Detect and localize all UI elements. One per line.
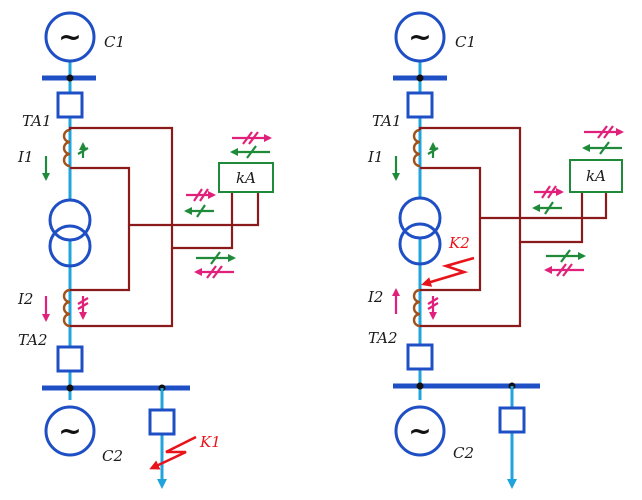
left-ta1-coil-icon — [62, 128, 71, 168]
right-fault-k2-icon — [421, 256, 475, 287]
left-relay-label: kA — [236, 169, 256, 187]
right-bottom-bus-node — [416, 382, 424, 390]
right-generator-c2: ~ — [394, 405, 446, 457]
right-fault-label: K2 — [448, 234, 470, 252]
left-relay-box — [218, 162, 274, 193]
right-ta2-tick1-icon — [427, 297, 439, 305]
left-ta2-tick2-icon — [77, 302, 89, 310]
right-generator-c1: ~ — [394, 11, 446, 63]
left-generator-c1: ~ — [44, 11, 96, 63]
right-ta2-label: TA2 — [368, 329, 398, 347]
right-relay-arrows — [532, 125, 624, 277]
left-top-breaker — [56, 91, 84, 119]
left-generator-c1-label: C1 — [104, 33, 125, 51]
left-ta1-outer-wire — [68, 126, 234, 250]
left-ta2-inner-wire — [70, 225, 131, 292]
left-bottom-bus-node — [66, 384, 74, 392]
right-top-breaker — [406, 91, 434, 119]
right-ta1-coil-icon — [412, 128, 421, 168]
right-feeder-breaker — [498, 406, 526, 434]
right-ta1-tick-icon — [427, 147, 439, 155]
right-ta2-inner-wire — [420, 218, 482, 292]
right-generator-c1-circle — [394, 11, 446, 63]
right-bottom-breaker — [406, 343, 434, 371]
right-ta2-tick2-icon — [427, 302, 439, 310]
right-top-bus-node — [416, 74, 424, 82]
right-i1-label: I1 — [367, 148, 383, 166]
left-generator-c2-tilde: ~ — [58, 414, 81, 447]
right-transformer-lower-icon — [398, 222, 442, 266]
left-ta1-tick-icon — [77, 147, 89, 155]
right-generator-c2-label: C2 — [453, 444, 474, 462]
left-scheme: ~ C1 TA1 I1 I2 TA2 kA — [17, 11, 274, 489]
left-relay-arrows — [184, 131, 272, 279]
left-ta2-outer-wire — [70, 248, 174, 328]
left-generator-c1-tilde: ~ — [58, 20, 81, 53]
left-generator-c1-circle — [44, 11, 96, 63]
right-generator-c2-tilde: ~ — [408, 414, 431, 447]
right-generator-c2-circle — [394, 405, 446, 457]
right-generator-c1-tilde: ~ — [408, 20, 431, 53]
left-transformer-lower-icon — [48, 224, 92, 268]
right-ta1-outer-wire — [418, 126, 584, 244]
left-bottom-breaker — [56, 345, 84, 373]
left-generator-c2-circle — [44, 405, 96, 457]
left-fault-k1-icon — [149, 435, 197, 470]
left-i2-label: I2 — [17, 290, 33, 308]
left-i1-label: I1 — [17, 148, 33, 166]
right-ta2-coil-icon — [412, 288, 421, 328]
right-relay-box — [569, 159, 623, 193]
left-ta2-label: TA2 — [18, 331, 48, 349]
right-i2-label: I2 — [367, 288, 383, 306]
left-generator-c2-label: C2 — [102, 447, 123, 465]
left-fault-label: K1 — [199, 433, 221, 451]
left-top-bus-node — [66, 74, 74, 82]
right-ta2-outer-wire — [420, 242, 522, 328]
right-generator-c1-label: C1 — [455, 33, 476, 51]
right-ta1-label: TA1 — [372, 112, 402, 130]
left-ta2-coil-icon — [62, 288, 71, 328]
left-transformer-upper-icon — [48, 198, 92, 242]
left-generator-c2: ~ — [44, 405, 96, 457]
right-relay-label: kA — [586, 167, 606, 185]
left-ta1-label: TA1 — [22, 112, 52, 130]
right-scheme: ~ C1 TA1 I1 K2 I2 TA2 kA — [367, 11, 624, 489]
left-feeder-breaker — [148, 408, 176, 436]
right-transformer-upper-icon — [398, 196, 442, 240]
left-ta2-tick1-icon — [77, 297, 89, 305]
